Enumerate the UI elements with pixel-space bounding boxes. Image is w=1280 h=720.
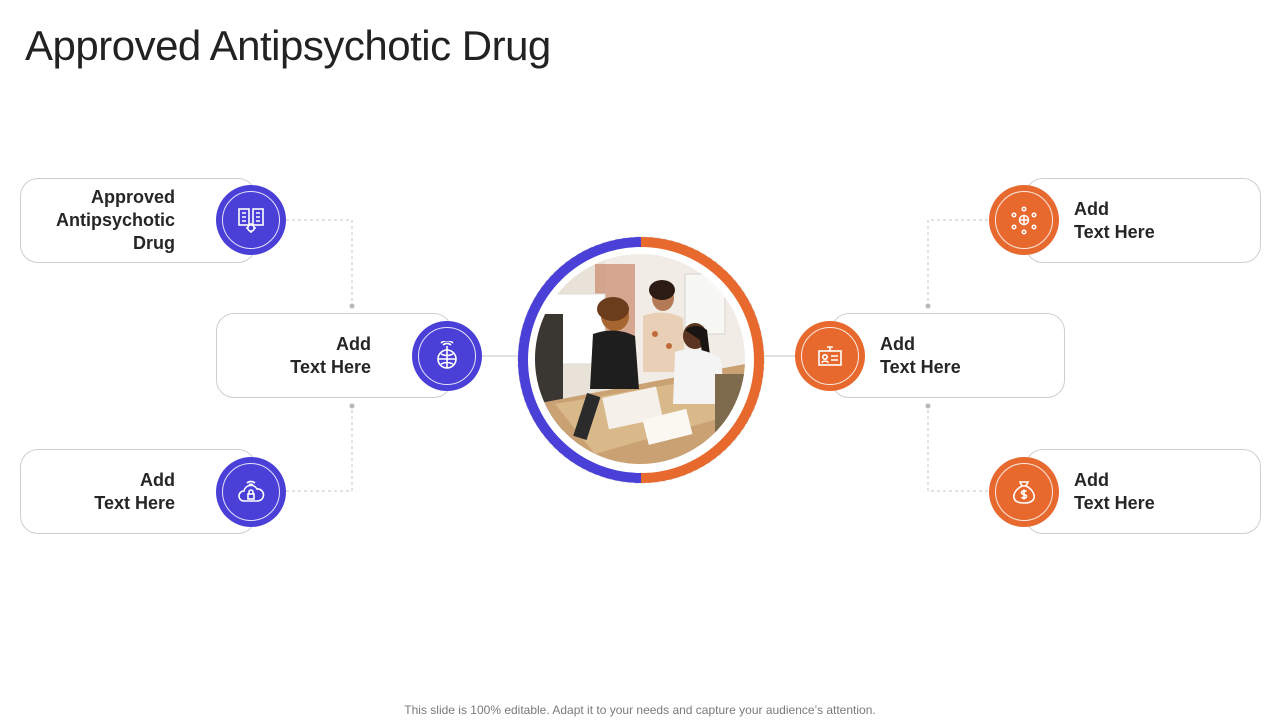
node-box-right-top[interactable]: Add Text Here xyxy=(1025,178,1261,263)
global-network-people-icon xyxy=(989,185,1059,255)
node-line1: Add xyxy=(336,333,371,354)
node-line2: Text Here xyxy=(290,356,371,377)
node-box-right-bottom[interactable]: Add Text Here xyxy=(1025,449,1261,534)
money-bag-dollar-icon xyxy=(989,457,1059,527)
node-line2: Text Here xyxy=(1074,492,1155,513)
node-line2: Text Here xyxy=(880,356,961,377)
node-box-right-middle[interactable]: Add Text Here xyxy=(831,313,1065,398)
slide-title: Approved Antipsychotic Drug xyxy=(25,22,551,69)
globe-antenna-icon xyxy=(412,321,482,391)
node-line1: Add xyxy=(1074,469,1109,490)
node-line2: Text Here xyxy=(1074,221,1155,242)
node-line2: Antipsychotic Drug xyxy=(55,210,175,253)
office-buildings-gear-icon xyxy=(216,185,286,255)
node-line1: Add xyxy=(880,333,915,354)
node-line1: Add xyxy=(140,469,175,490)
node-line1: Approved xyxy=(90,187,175,207)
node-line2: Text Here xyxy=(94,492,175,513)
id-card-presentation-icon xyxy=(795,321,865,391)
slide-footer: This slide is 100% editable. Adapt it to… xyxy=(404,703,876,717)
center-ring xyxy=(517,236,765,484)
team-meeting-photo xyxy=(535,254,745,464)
node-line1: Add xyxy=(1074,198,1109,219)
cloud-security-icon xyxy=(216,457,286,527)
